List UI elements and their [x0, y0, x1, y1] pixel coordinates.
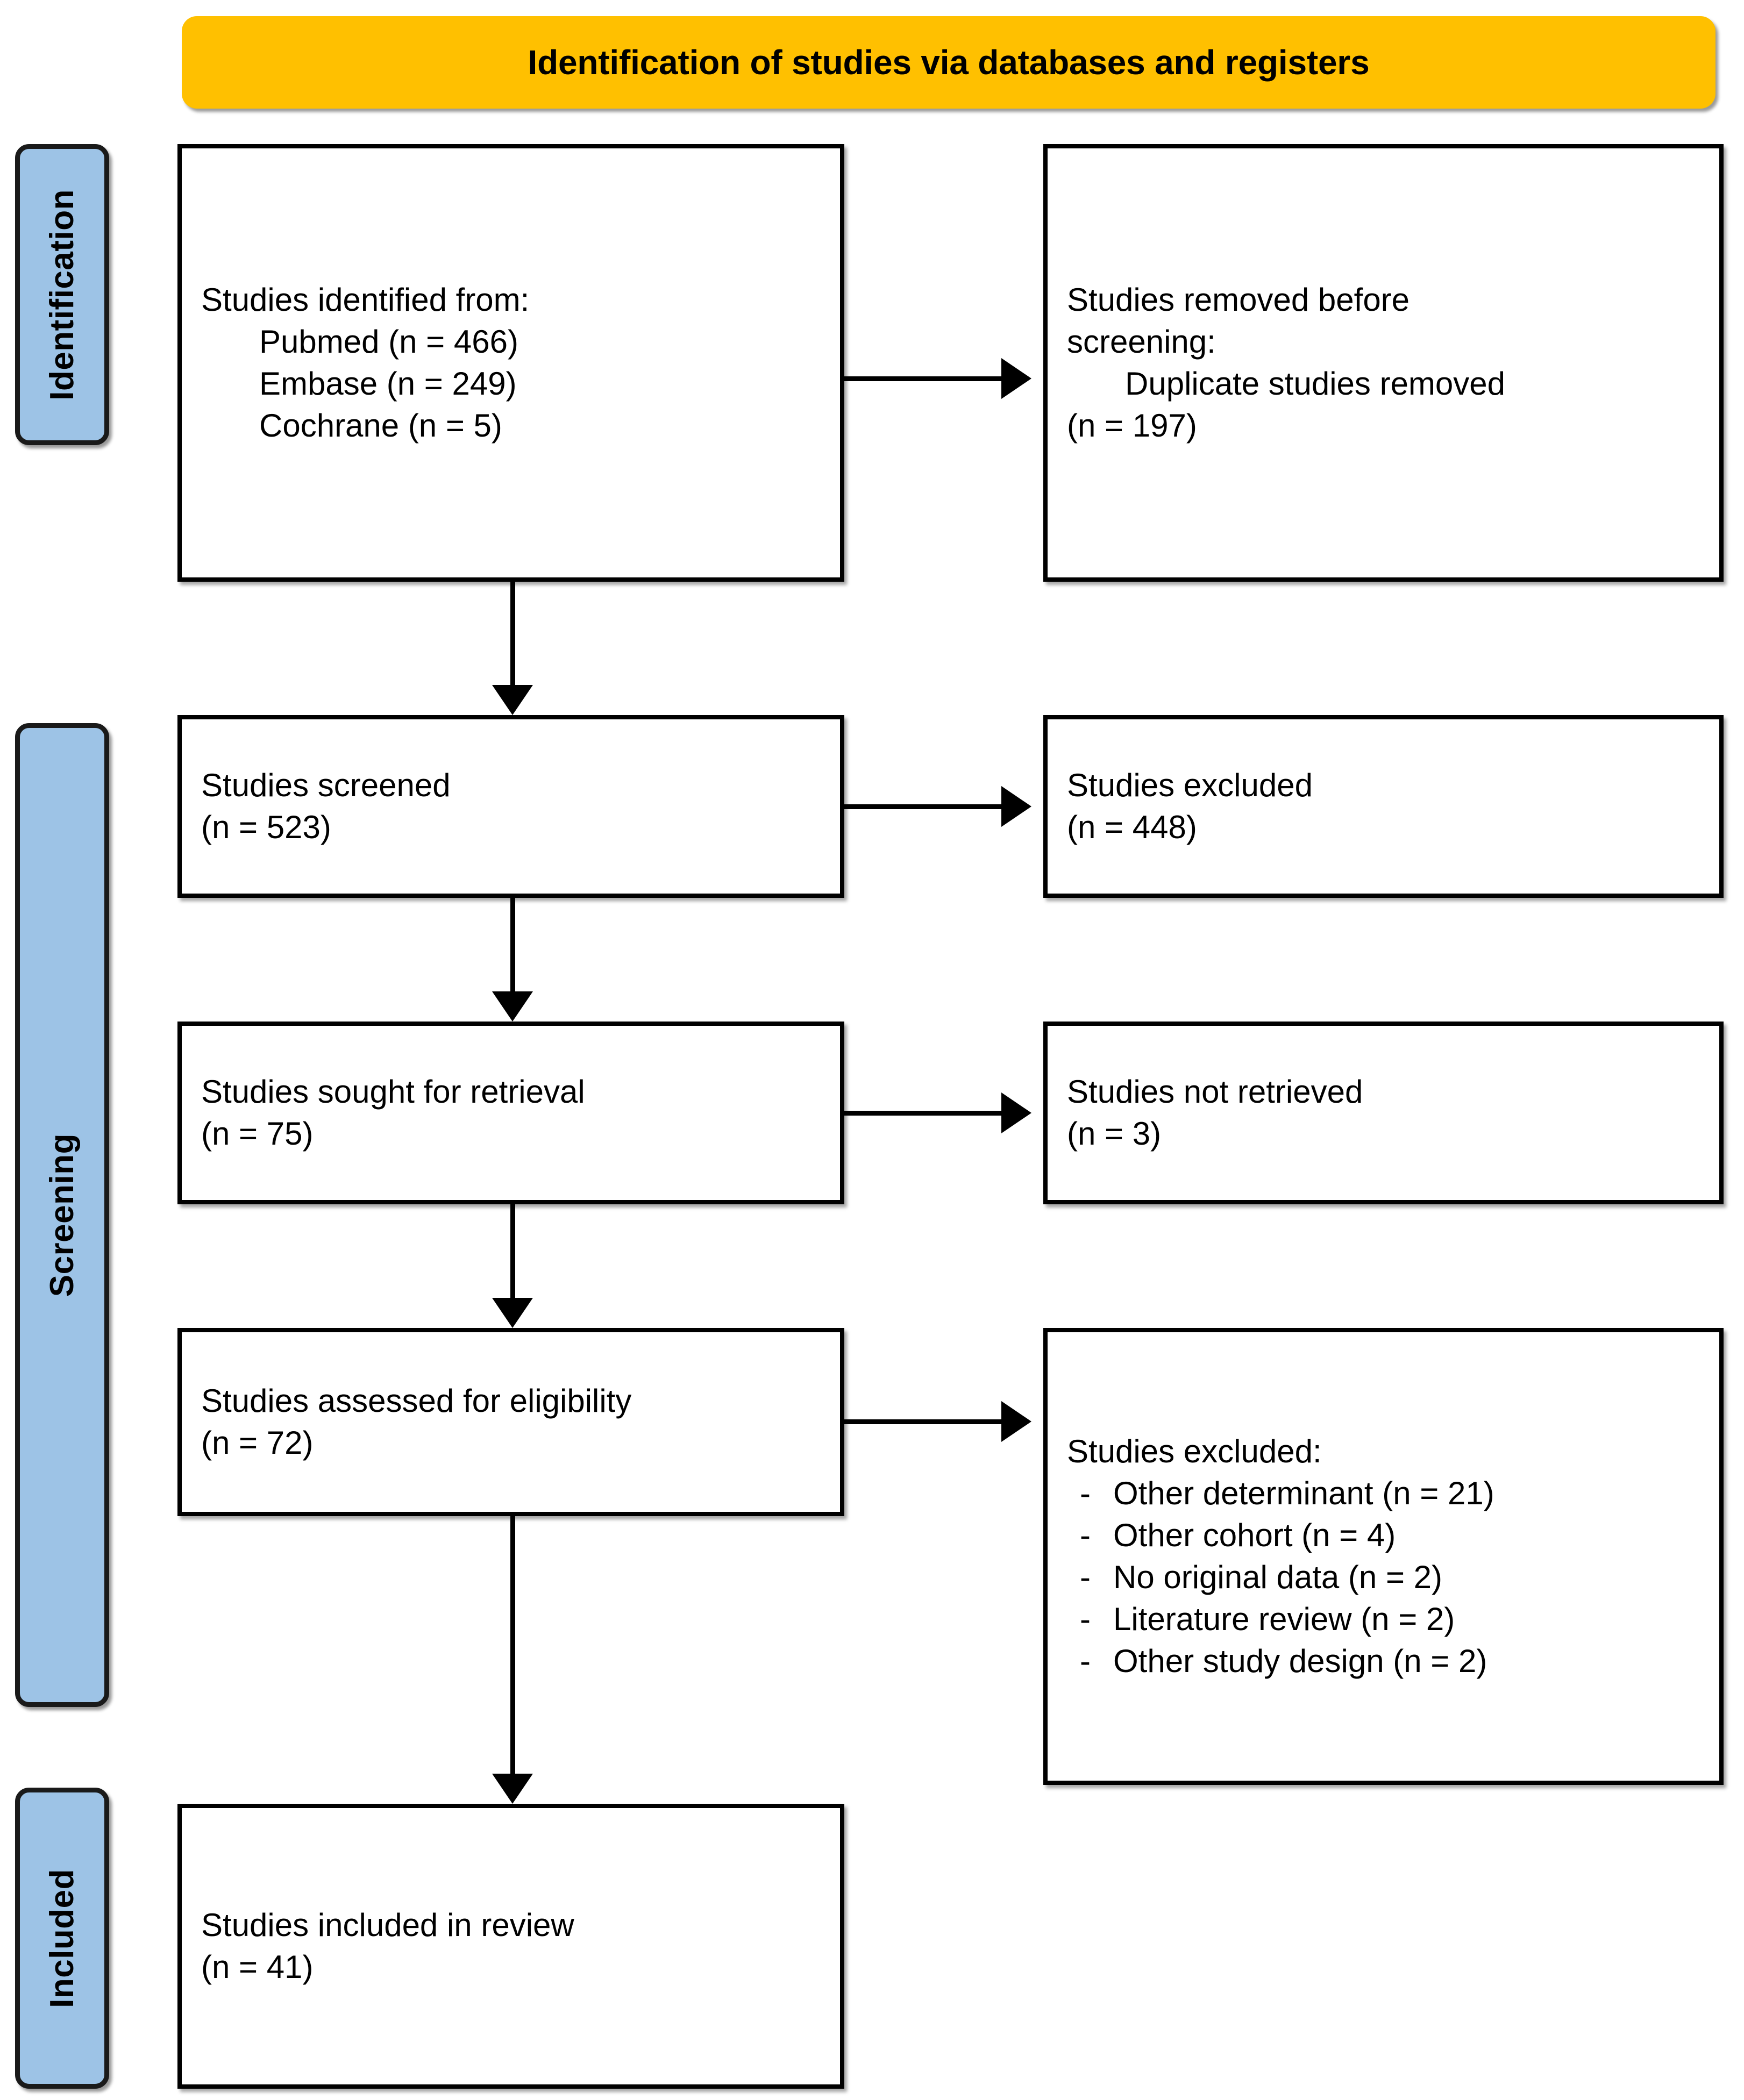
connector-screened-to-sought [510, 898, 515, 991]
box-studies-excluded-screening: Studies excluded (n = 448) [1043, 715, 1724, 898]
stage-label-included: Included [15, 1788, 109, 2089]
arrowhead-right-icon [1001, 358, 1031, 399]
studies-screened-label: Studies screened [201, 767, 451, 803]
studies-sought-label: Studies sought for retrieval [201, 1074, 585, 1110]
stage-label-included-text: Included [44, 1868, 81, 2008]
studies-removed-colon: : [1207, 324, 1216, 360]
connector-identified-to-removed [844, 376, 1006, 381]
exclusion-reason-item: - Other study design (n = 2) [1067, 1640, 1700, 1682]
arrowhead-down-icon [492, 685, 533, 715]
connector-sought-to-not-retrieved [844, 1111, 1006, 1116]
exclusion-reason-other-cohort: Other cohort (n = 4) [1113, 1517, 1396, 1553]
stage-label-screening: Screening [15, 723, 109, 1707]
box-studies-excluded-eligibility: Studies excluded: - Other determinant (n… [1043, 1328, 1724, 1785]
stage-label-screening-text: Screening [44, 1133, 81, 1297]
box-studies-sought-for-retrieval: Studies sought for retrieval (n = 75) [177, 1022, 844, 1204]
studies-assessed-label: Studies assessed for eligibility [201, 1383, 632, 1419]
studies-excluded-eligibility-heading: Studies excluded: [1067, 1433, 1322, 1469]
connector-identified-to-screened [510, 582, 515, 685]
bullet-dash-icon: - [1080, 1475, 1091, 1511]
diagram-title-banner: Identification of studies via databases … [182, 16, 1715, 109]
exclusion-reason-other-study-design: Other study design (n = 2) [1113, 1643, 1487, 1679]
studies-removed-italic-screening: screening [1067, 324, 1207, 360]
bullet-dash-icon: - [1080, 1643, 1091, 1679]
studies-screened-count: (n = 523) [201, 809, 331, 845]
exclusion-reason-item: - Other determinant (n = 21) [1067, 1473, 1700, 1515]
exclusion-reason-item: - Other cohort (n = 4) [1067, 1515, 1700, 1556]
studies-removed-heading-line1: Studies removed before [1067, 279, 1700, 321]
box-studies-assessed-for-eligibility: Studies assessed for eligibility (n = 72… [177, 1328, 844, 1516]
studies-not-retrieved-label: Studies not retrieved [1067, 1074, 1363, 1110]
arrowhead-down-icon [492, 1774, 533, 1804]
bullet-dash-icon: - [1080, 1601, 1091, 1637]
connector-screened-to-excluded [844, 804, 1006, 809]
bullet-dash-icon: - [1080, 1517, 1091, 1553]
box-studies-not-retrieved: Studies not retrieved (n = 3) [1043, 1022, 1724, 1204]
studies-assessed-count: (n = 72) [201, 1425, 314, 1461]
studies-excluded-screening-count: (n = 448) [1067, 809, 1197, 845]
arrowhead-right-icon [1001, 1401, 1031, 1442]
exclusion-reason-no-original-data: No original data (n = 2) [1113, 1559, 1443, 1595]
box-studies-identified: Studies identified from: Pubmed (n = 466… [177, 144, 844, 582]
studies-included-count: (n = 41) [201, 1949, 314, 1985]
studies-removed-heading-line2: screening: [1067, 321, 1700, 363]
box-studies-included-in-review: Studies included in review (n = 41) [177, 1804, 844, 2089]
connector-assessed-to-excluded [844, 1419, 1006, 1424]
source-embase: Embase (n = 249) [259, 366, 517, 402]
exclusion-reason-item: - No original data (n = 2) [1067, 1556, 1700, 1598]
source-cochrane: Cochrane (n = 5) [259, 408, 502, 444]
source-pubmed: Pubmed (n = 466) [259, 324, 518, 360]
arrowhead-right-icon [1001, 786, 1031, 827]
studies-included-label: Studies included in review [201, 1907, 574, 1943]
connector-sought-to-assessed [510, 1204, 515, 1298]
exclusion-reason-literature-review: Literature review (n = 2) [1113, 1601, 1455, 1637]
exclusion-reason-other-determinant: Other determinant (n = 21) [1113, 1475, 1494, 1511]
box-studies-removed-before-screening: Studies removed before screening: Duplic… [1043, 144, 1724, 582]
studies-removed-italic-before: before [1318, 282, 1410, 318]
connector-assessed-to-included [510, 1516, 515, 1774]
studies-not-retrieved-count: (n = 3) [1067, 1116, 1162, 1152]
arrowhead-down-icon [492, 1298, 533, 1328]
studies-excluded-screening-label: Studies excluded [1067, 767, 1313, 803]
exclusion-reason-item: - Literature review (n = 2) [1067, 1598, 1700, 1640]
duplicate-studies-removed-count: (n = 197) [1067, 408, 1197, 444]
box-studies-screened: Studies screened (n = 523) [177, 715, 844, 898]
stage-label-identification-text: Identification [44, 189, 81, 401]
bullet-dash-icon: - [1080, 1559, 1091, 1595]
diagram-title: Identification of studies via databases … [528, 43, 1370, 82]
stage-label-identification: Identification [15, 144, 109, 445]
studies-sought-count: (n = 75) [201, 1116, 314, 1152]
arrowhead-down-icon [492, 991, 533, 1022]
studies-identified-heading: Studies identified from: [201, 282, 530, 318]
arrowhead-right-icon [1001, 1092, 1031, 1133]
studies-removed-lead: Studies removed [1067, 282, 1318, 318]
duplicate-studies-removed-label: Duplicate studies removed [1125, 366, 1506, 402]
